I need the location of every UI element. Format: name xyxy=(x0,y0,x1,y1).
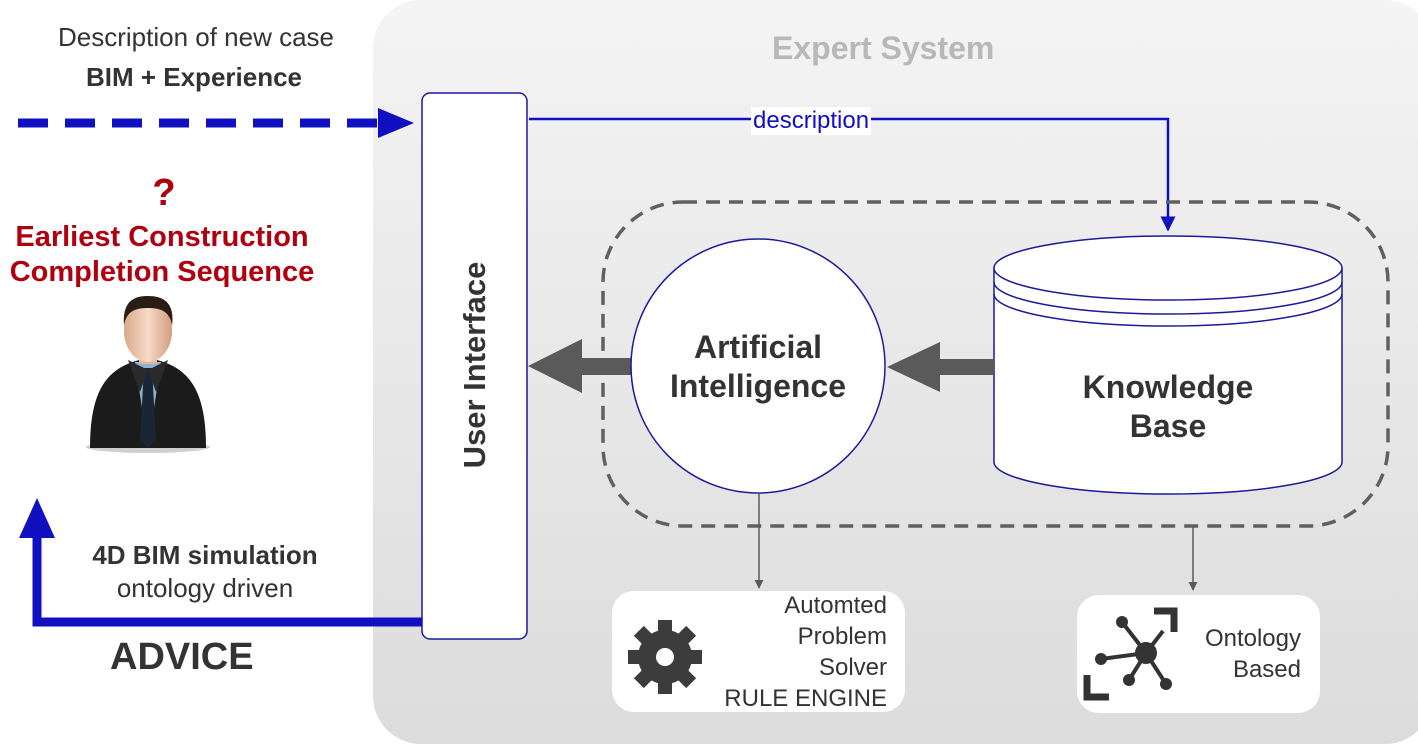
kb-to-ai-arrow xyxy=(887,342,994,392)
solver-line3: Solver xyxy=(818,654,887,681)
ai-circle xyxy=(630,238,886,494)
ai-label-line2: Intelligence xyxy=(669,368,847,404)
input-bim-label: BIM + Experience xyxy=(85,62,303,92)
kb-label-line1: Knowledge xyxy=(1082,369,1254,405)
description-label: description xyxy=(751,107,872,135)
user-interface-label: User Interface xyxy=(457,261,492,469)
question-line1: Earliest Construction xyxy=(15,221,309,253)
panel-title: Expert System xyxy=(772,30,995,66)
input-description-label: Description of new case xyxy=(57,22,335,52)
expert-system-panel xyxy=(373,0,1418,744)
person-avatar xyxy=(86,296,210,453)
question-line2: Completion Sequence xyxy=(9,256,315,288)
advice-label: ADVICE xyxy=(110,636,254,678)
question-mark: ? xyxy=(152,172,176,214)
kb-label-line2: Base xyxy=(1129,408,1207,444)
user-interface-box xyxy=(421,92,528,640)
input-arrow xyxy=(18,108,414,138)
ontology-line1: Ontology xyxy=(1204,625,1301,652)
ai-to-ui-arrow xyxy=(528,339,633,393)
ai-label-line1: Artificial xyxy=(693,329,823,365)
output-line1: 4D BIM simulation xyxy=(92,540,318,570)
advice-arrow xyxy=(19,498,422,627)
network-graph-icon xyxy=(1083,607,1178,701)
knowledge-base-cylinder xyxy=(993,235,1343,495)
solver-line2: Problem xyxy=(797,623,887,650)
description-arrow xyxy=(529,117,1176,232)
solver-line4: RULE ENGINE xyxy=(724,685,887,712)
ontology-box xyxy=(1077,595,1320,713)
solver-line1: Automted xyxy=(784,592,887,619)
ontology-line2: Based xyxy=(1232,656,1301,683)
output-line2: ontology driven xyxy=(116,573,294,603)
gear-icon xyxy=(628,620,702,694)
